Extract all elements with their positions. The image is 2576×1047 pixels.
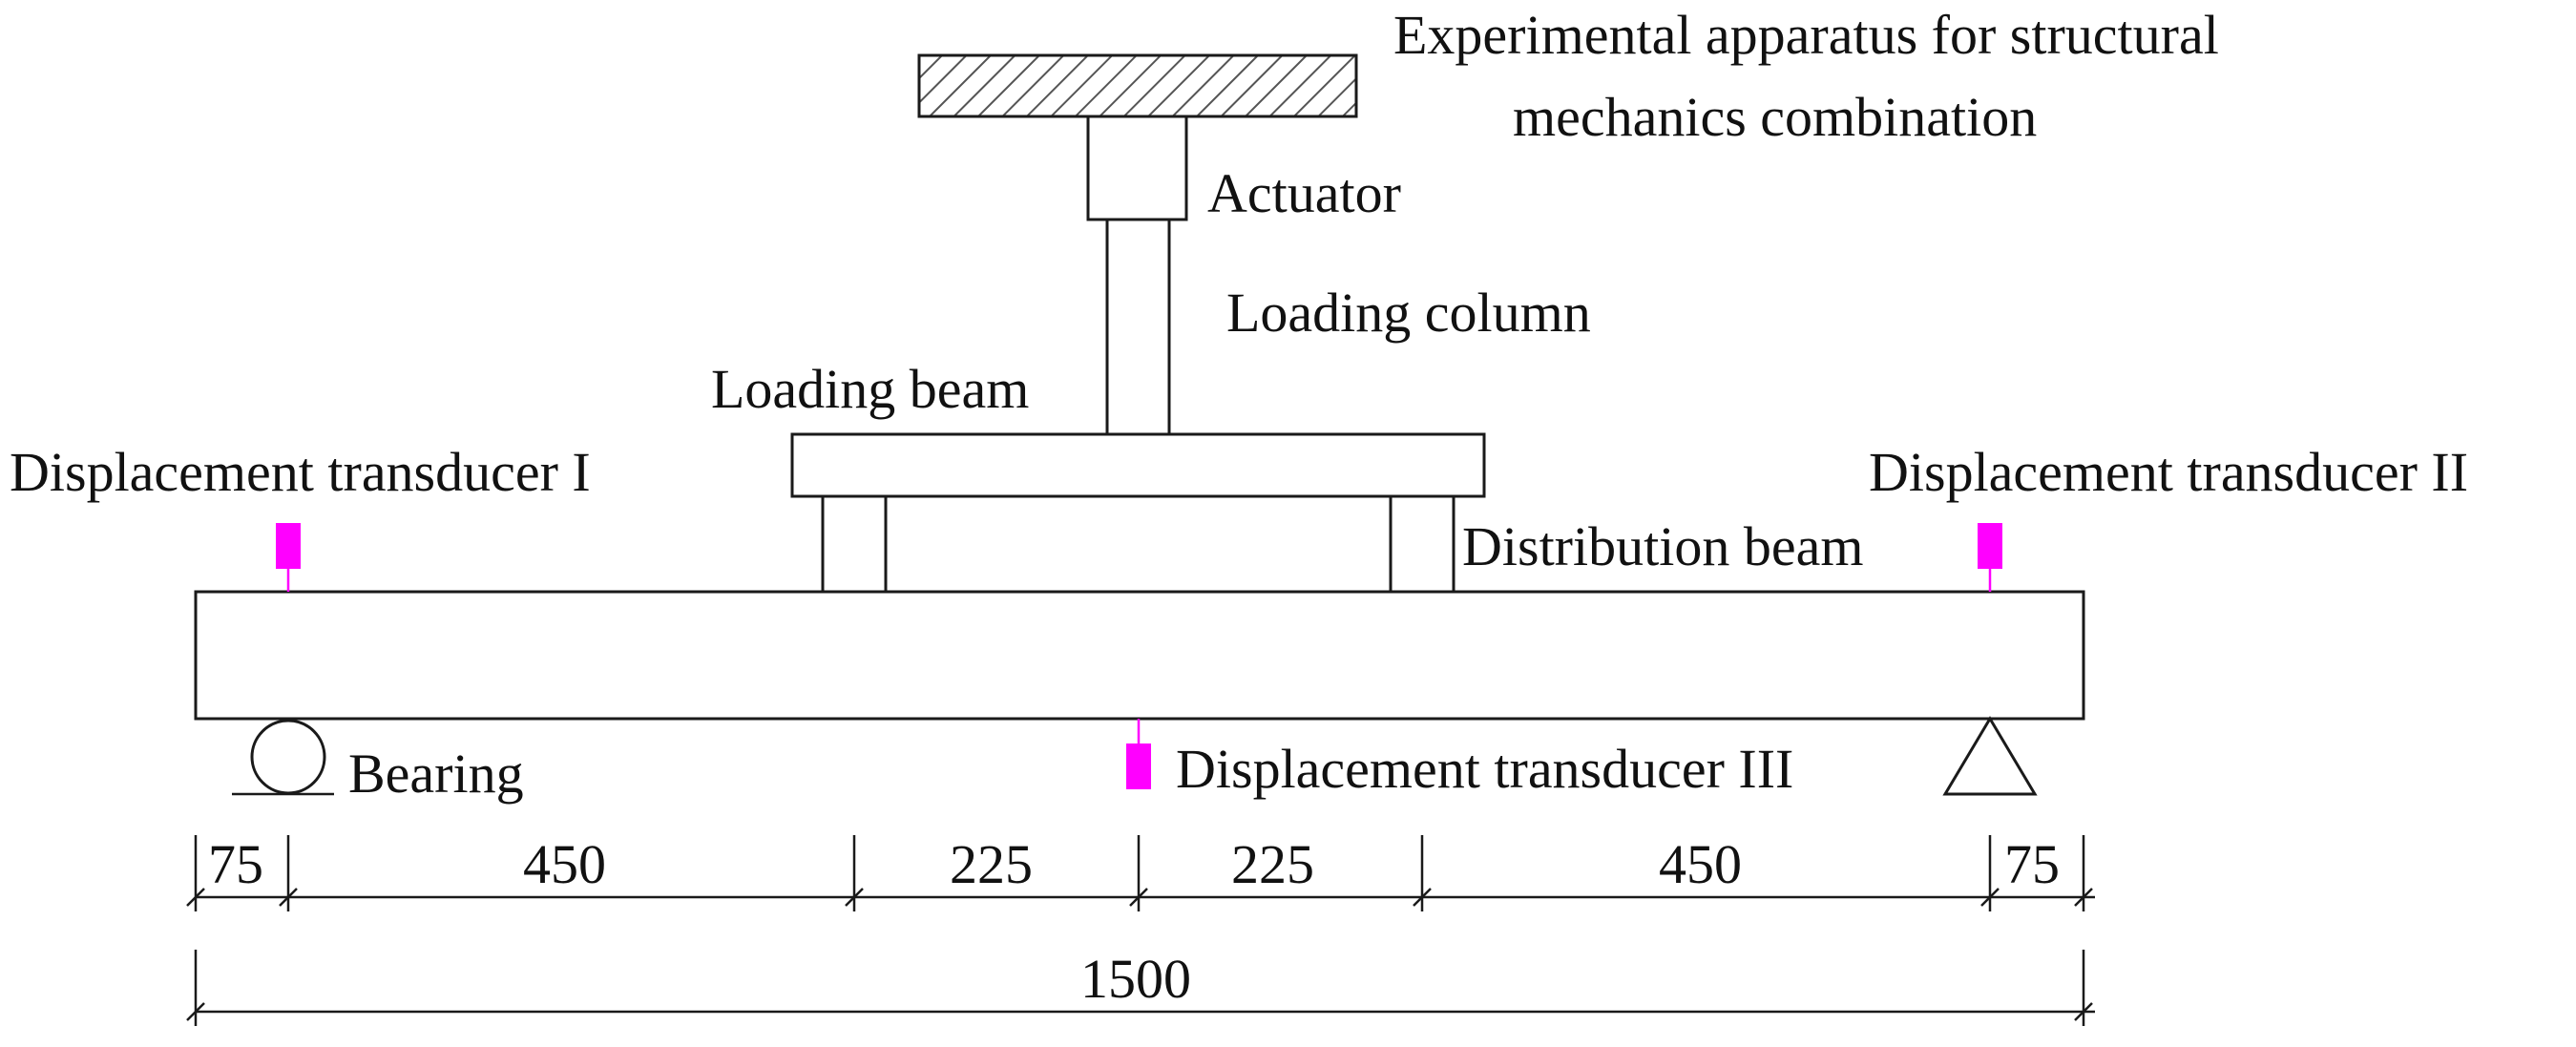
- transducer-1-body: [276, 523, 301, 569]
- distribution-support-right: [1389, 494, 1456, 594]
- transducer-2-body: [1978, 523, 2002, 569]
- test-beam: [194, 590, 2085, 721]
- transducer-3-label: Displacement transducer III: [1176, 738, 1793, 800]
- dimension-total: 1500: [1080, 948, 1191, 1010]
- dimension-segment-2: 450: [523, 833, 606, 895]
- transducer-1-label: Displacement transducer I: [10, 441, 591, 503]
- actuator-label: Actuator: [1207, 162, 1401, 224]
- distribution-support-left: [821, 494, 888, 594]
- dimension-segment-1: 75: [208, 833, 263, 895]
- dimension-segment-3: 225: [950, 833, 1033, 895]
- roller-bearing: [250, 719, 326, 795]
- bearing-label: Bearing: [348, 743, 524, 805]
- apparatus-plate: [917, 53, 1358, 118]
- loading-column-label: Loading column: [1226, 282, 1591, 344]
- distribution-beam-label: Distribution beam: [1462, 515, 1863, 577]
- actuator-body: [1086, 115, 1188, 221]
- pin-support: [1942, 716, 2038, 796]
- apparatus-label-line2: mechanics combination: [1513, 86, 2037, 148]
- loading-column-body: [1105, 218, 1171, 436]
- loading-beam-body: [790, 432, 1486, 498]
- apparatus-label-line1: Experimental apparatus for structural: [1393, 4, 2219, 66]
- dimension-chain-segments: [186, 835, 2095, 911]
- dimension-chain-total: [186, 950, 2095, 1026]
- dimension-segment-6: 75: [2004, 833, 2060, 895]
- transducer-3-body: [1126, 743, 1151, 789]
- dimension-segment-4: 225: [1231, 833, 1314, 895]
- loading-beam-label: Loading beam: [711, 358, 1029, 420]
- transducer-2-label: Displacement transducer II: [1869, 441, 2468, 503]
- dimension-segment-5: 450: [1659, 833, 1742, 895]
